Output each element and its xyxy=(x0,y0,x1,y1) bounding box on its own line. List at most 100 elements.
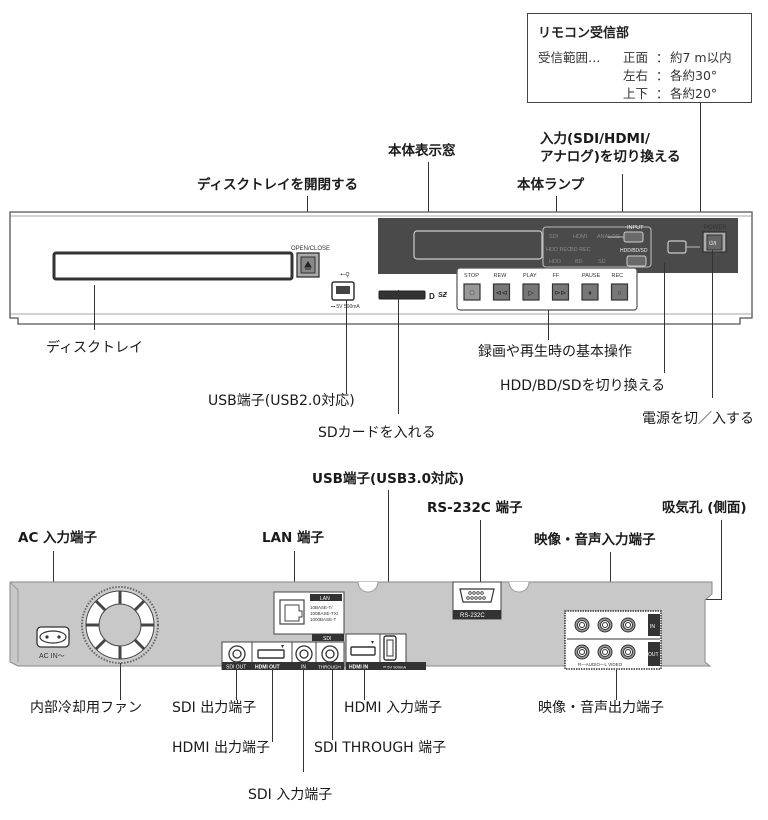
rs232c-port xyxy=(459,588,495,603)
play-button[interactable] xyxy=(522,283,540,301)
transport-label-rec: REC xyxy=(612,273,624,279)
usb-symbol-icon: ⭠⚲ xyxy=(340,271,350,278)
transport-label-rew: REW xyxy=(494,273,508,279)
lamp-hdd-rec: HDD REC xyxy=(546,247,571,253)
input-button-text: INPUT xyxy=(627,225,644,231)
lan-spec-3: 1000BASE-T xyxy=(310,617,337,622)
disc-tray xyxy=(52,251,294,281)
transport-controls xyxy=(456,267,638,311)
leader-line xyxy=(721,520,723,600)
label-ac-in: AC 入力端子 xyxy=(18,530,98,546)
label-av-out: 映像・音声出力端子 xyxy=(538,700,664,716)
hdmi-in-text: HDMI IN xyxy=(349,665,369,671)
leader-line xyxy=(388,490,390,596)
sdi-in-text: IN xyxy=(301,665,306,671)
pause-button[interactable] xyxy=(581,283,599,301)
range-lr-value: 各約30° xyxy=(670,68,718,83)
lamp-bd: BD xyxy=(575,259,583,265)
hdmi-in-port xyxy=(350,646,376,656)
remote-receiver-window xyxy=(667,240,687,254)
range-front-value: 約7 m以内 xyxy=(670,50,732,65)
range-lr-dir: 左右 xyxy=(623,68,649,83)
sdi-title: SDI xyxy=(323,636,331,642)
leader-line xyxy=(294,551,296,611)
label-rs232c: RS-232C 端子 xyxy=(427,500,523,516)
label-lamps: 本体ランプ xyxy=(517,177,585,193)
label-media-switch: HDD/BD/SDを切り換える xyxy=(500,378,666,394)
av-out-text: OUT xyxy=(648,652,659,658)
leader-line xyxy=(622,174,624,239)
range-label: 受信範囲… xyxy=(538,50,601,65)
ac-inlet xyxy=(36,626,70,648)
label-sd-card: SDカードを入れる xyxy=(318,425,436,441)
range-sep: ： xyxy=(656,68,669,83)
range-ud-value: 各約20° xyxy=(670,86,718,101)
stop-button[interactable] xyxy=(463,283,481,301)
sdxc-logo-icon: SƵ xyxy=(438,292,448,299)
leader-line xyxy=(480,520,482,590)
label-hdmi-in: HDMI 入力端子 xyxy=(344,700,442,716)
leader-line xyxy=(616,670,618,700)
rew-button[interactable] xyxy=(492,283,511,301)
open-close-text: OPEN/CLOSE xyxy=(291,246,330,252)
lamp-sd: SD xyxy=(598,259,606,265)
leader-line xyxy=(428,162,430,260)
label-sdi-in: SDI 入力端子 xyxy=(248,787,333,803)
range-sep: ： xyxy=(656,86,669,101)
sdi-through-text: THROUGH xyxy=(318,665,341,670)
leader-line xyxy=(664,263,666,373)
label-open-close: ディスクトレイを開閉する xyxy=(197,177,359,193)
usb2-rating-text: ⎓ 5V 500mA xyxy=(331,304,360,310)
label-power: 電源を切／入する xyxy=(642,411,754,427)
range-ud-dir: 上下 xyxy=(623,86,649,101)
leader-line xyxy=(120,663,122,700)
transport-label-stop: STOP xyxy=(464,273,479,279)
leader-line xyxy=(705,599,722,601)
av-bottom-text: R—AUDIO—L VIDEO xyxy=(578,662,623,667)
label-basic-ops: 録画や再生時の基本操作 xyxy=(478,344,632,360)
rec-icon: ○ xyxy=(617,290,621,297)
label-input-switch-2: アナログ)を切り換える xyxy=(540,149,681,165)
label-disc-tray: ディスクトレイ xyxy=(46,340,144,356)
leader-line xyxy=(346,300,348,394)
rew-icon: ⊲⊲ xyxy=(496,290,508,297)
leader-line xyxy=(303,670,305,772)
input-button xyxy=(623,231,644,243)
label-air-intake: 吸気孔 (側面) xyxy=(662,500,747,516)
label-usb2: USB端子(USB2.0対応) xyxy=(208,393,355,409)
leader-line xyxy=(272,670,274,742)
ff-icon: ⊳⊳ xyxy=(555,290,567,297)
leader-line xyxy=(332,670,334,740)
rs232c-text: RS-232C xyxy=(460,613,485,619)
lamp-sdi: SDI xyxy=(549,234,559,240)
ff-button[interactable] xyxy=(551,283,570,301)
label-sdi-through: SDI THROUGH 端子 xyxy=(314,740,447,756)
label-lan: LAN 端子 xyxy=(262,530,325,546)
transport-label-ff: FF xyxy=(553,273,560,279)
lan-spec-2: 100BASE-TX/ xyxy=(310,611,339,616)
media-switch-button xyxy=(626,255,647,267)
label-sdi-out: SDI 出力端子 xyxy=(172,700,257,716)
av-in-text: IN xyxy=(650,624,655,630)
usb3-rating-text: ⎓ 5V 900mA xyxy=(383,665,406,670)
power-button-text: POWER xyxy=(704,225,727,231)
lan-port xyxy=(279,599,305,625)
hdmi-out-port xyxy=(257,649,285,659)
leader-line xyxy=(712,250,714,398)
lamp-hdd: HDD xyxy=(549,259,561,265)
label-hdmi-out: HDMI 出力端子 xyxy=(172,740,270,756)
sd-card-slot xyxy=(378,290,426,300)
display-window xyxy=(413,230,543,260)
label-display-window: 本体表示窓 xyxy=(388,143,456,159)
ac-in-text: AC IN～ xyxy=(39,653,65,660)
range-front-dir: 正面 xyxy=(623,50,649,65)
leader-line xyxy=(94,285,96,330)
lamp-hdmi: HDMI xyxy=(573,234,588,240)
lan-title: LAN xyxy=(320,596,330,602)
range-sep: ： xyxy=(656,50,669,65)
hdmi-out-text: HDMI OUT xyxy=(255,665,280,671)
play-icon: ▷ xyxy=(528,290,534,297)
power-icon: ⏻/I xyxy=(709,240,717,247)
rec-button[interactable] xyxy=(610,283,629,301)
lan-spec-1: 10BASE-T/ xyxy=(310,605,333,610)
